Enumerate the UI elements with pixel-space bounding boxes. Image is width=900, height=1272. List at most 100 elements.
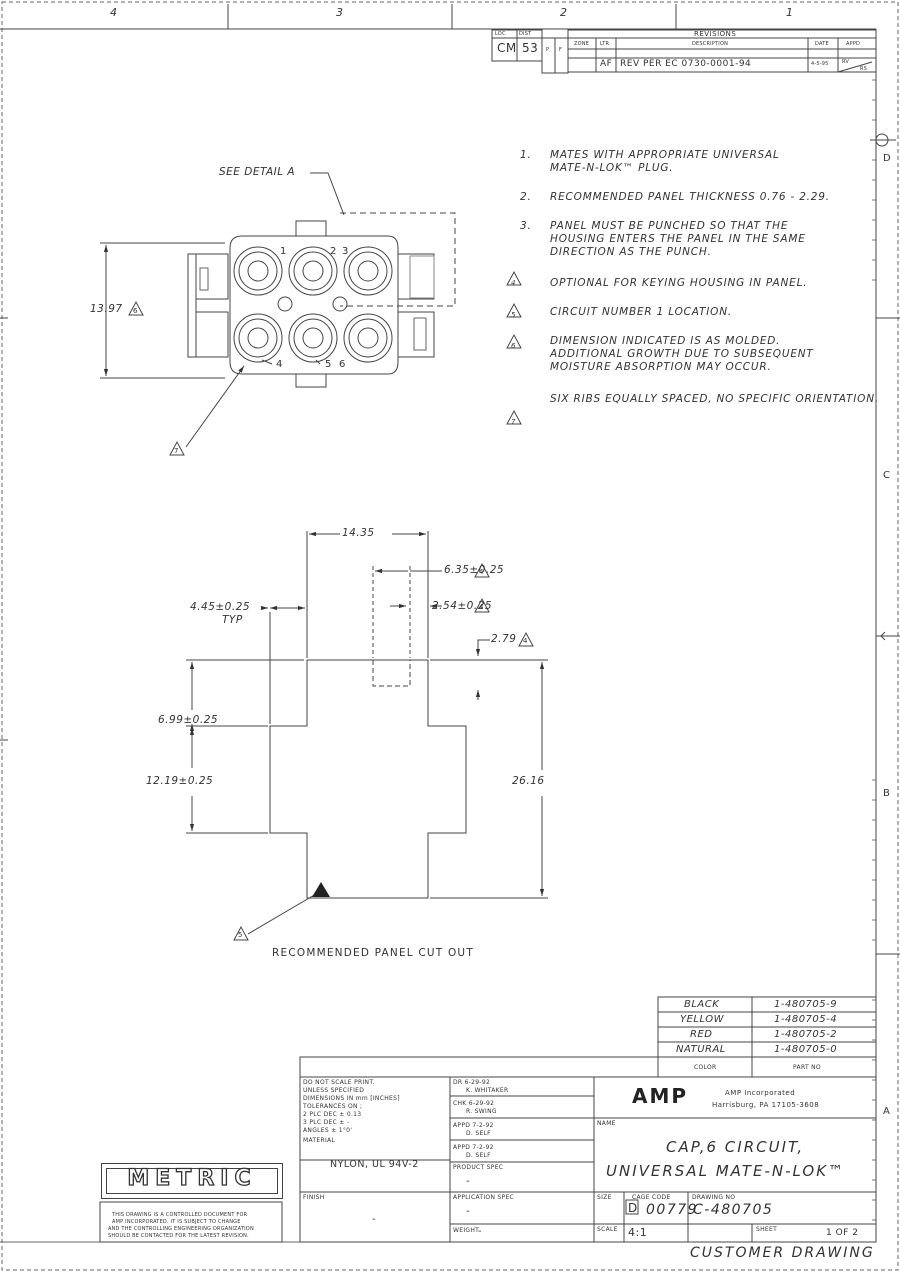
company-name: AMP Incorporated	[725, 1089, 796, 1097]
material-label: MATERIAL	[303, 1137, 336, 1144]
size-label: SIZE	[597, 1194, 612, 1201]
cutout-caption: RECOMMENDED PANEL CUT OUT	[272, 947, 474, 959]
metric-stamp: METRIC	[101, 1163, 283, 1199]
color-header: COLOR	[694, 1064, 717, 1071]
dim-side: 4.45±0.25	[190, 601, 251, 613]
note-6-flag: 6	[511, 342, 517, 350]
tolerance-line: DO NOT SCALE PRINT.	[303, 1079, 375, 1086]
product-spec-label: PRODUCT SPEC	[453, 1164, 504, 1171]
zone-label: B	[883, 788, 891, 799]
name-label: NAME	[597, 1120, 616, 1127]
see-detail-label: SEE DETAIL A	[219, 166, 296, 178]
dr-line: DR 6-29-92	[453, 1079, 491, 1086]
dim-key-gap: 2.54±0.25	[432, 600, 493, 612]
tolerance-line: TOLERANCES ON ;	[303, 1103, 363, 1110]
part-name-line2: UNIVERSAL MATE-N-LOK™	[606, 1162, 846, 1180]
note-4-flag: 4	[511, 279, 517, 287]
part-header: PART NO	[793, 1064, 821, 1071]
rev-header-zone: ZONE	[574, 41, 590, 47]
disclaimer-line: AND THE CONTROLLING ENGINEERING ORGANIZA…	[108, 1226, 254, 1232]
rev-date: 4-5-95	[811, 61, 829, 67]
tolerance-line: UNLESS SPECIFIED	[303, 1087, 365, 1094]
rev-ltr: AF	[600, 59, 613, 69]
part-cell: 1-480705-0	[774, 1044, 838, 1055]
appd-line: APPD 7-2-92	[453, 1122, 494, 1129]
circuit-label: 2	[330, 246, 337, 257]
drawing-no-value: C-480705	[693, 1202, 774, 1218]
p-label: P	[546, 47, 550, 53]
circuit-label: 5	[325, 359, 332, 370]
dim-key-gap-flag: 4	[479, 603, 484, 611]
chk-line: CHK 6-29-92	[453, 1100, 495, 1107]
appd-name: D. SELF	[466, 1152, 491, 1159]
rev-appd: RV	[842, 59, 850, 65]
color-cell: NATURAL	[676, 1044, 726, 1055]
color-cell: YELLOW	[680, 1014, 725, 1025]
dim-height: 26.16	[512, 775, 545, 787]
circuit-flag: 5	[238, 931, 243, 939]
color-cell: BLACK	[684, 999, 720, 1010]
part-cell: 1-480705-9	[774, 999, 838, 1010]
zone-label: 1	[786, 6, 794, 19]
part-cell: 1-480705-4	[774, 1014, 838, 1025]
drawing-no-label: DRAWING NO	[692, 1194, 736, 1201]
part-cell: 1-480705-2	[774, 1029, 838, 1040]
dim-side-sub: TYP	[222, 614, 243, 626]
tolerance-line: 2 PLC DEC ± 0.13	[303, 1111, 362, 1118]
weight-value: -	[478, 1226, 483, 1237]
sheet-value: 1 OF 2	[826, 1228, 859, 1238]
dist-value: 53	[522, 41, 539, 55]
zone-label: C	[883, 470, 891, 481]
appd-name: D. SELF	[466, 1130, 491, 1137]
cage-label: CAGE CODE	[632, 1194, 671, 1201]
finish-value: -	[372, 1214, 377, 1225]
rev-header-description: DESCRIPTION	[692, 41, 729, 47]
application-spec-label: APPLICATION SPEC	[453, 1194, 515, 1201]
tolerance-line: DIMENSIONS IN mm [INCHES]	[303, 1095, 400, 1102]
company-address: Harrisburg, PA 17105-3608	[712, 1101, 820, 1109]
rev-description: REV PER EC 0730-0001-94	[620, 59, 752, 69]
size-value: D	[628, 1201, 638, 1215]
zone-label: D	[883, 153, 892, 164]
chk-name: R. SWING	[466, 1108, 497, 1115]
material-value: NYLON, UL 94V-2	[330, 1159, 419, 1170]
disclaimer-line: SHOULD BE CONTACTED FOR THE LATEST REVIS…	[108, 1233, 249, 1239]
note-5-flag: 5	[511, 311, 517, 319]
circuit-label: 4	[276, 359, 283, 370]
tolerance-line: ANGLES ± 1°0'	[303, 1127, 353, 1134]
dim-width: 14.35	[342, 527, 375, 539]
dim-mid: 12.19±0.25	[146, 775, 214, 787]
disclaimer-line: AMP INCORPORATED. IT IS SUBJECT TO CHANG…	[112, 1219, 241, 1225]
loc-label: LOC	[495, 31, 506, 37]
rev-header-appd: APPD	[846, 41, 861, 47]
f-label: F	[559, 47, 563, 53]
part-name-line1: CAP,6 CIRCUIT,	[666, 1138, 805, 1156]
zone-label: 2	[560, 6, 568, 19]
note-7-flag: 7	[511, 418, 517, 426]
circuit-label: 1	[280, 246, 287, 257]
height-dim: 13.97	[90, 303, 123, 315]
circuit-label: 6	[339, 359, 346, 370]
revisions-title: REVISIONS	[694, 30, 737, 38]
scale-value: 4:1	[628, 1226, 648, 1239]
finish-label: FINISH	[303, 1194, 325, 1201]
dim-key-depth: 2.79	[491, 633, 517, 645]
sheet-label: SHEET	[756, 1226, 778, 1233]
product-spec-value: -	[466, 1176, 471, 1187]
disclaimer-line: THIS DRAWING IS A CONTROLLED DOCUMENT FO…	[112, 1212, 248, 1218]
zone-label: 3	[336, 6, 344, 19]
metric-stamp-text: METRIC	[127, 1165, 257, 1191]
height-flag: 6	[133, 307, 138, 315]
rib-flag: 7	[174, 447, 179, 455]
dim-key-width-flag: 4	[479, 568, 484, 576]
color-cell: RED	[690, 1029, 713, 1040]
loc-value: CM	[497, 41, 517, 55]
rev-header-ltr: LTR	[600, 41, 610, 47]
circuit-label: 3	[342, 246, 349, 257]
weight-label: WEIGHT	[453, 1227, 480, 1234]
application-spec-value: -	[466, 1206, 471, 1217]
rev-header-date: DATE	[815, 41, 829, 47]
zone-label: 4	[110, 6, 118, 19]
rev-appd-sub: RS	[860, 66, 868, 72]
